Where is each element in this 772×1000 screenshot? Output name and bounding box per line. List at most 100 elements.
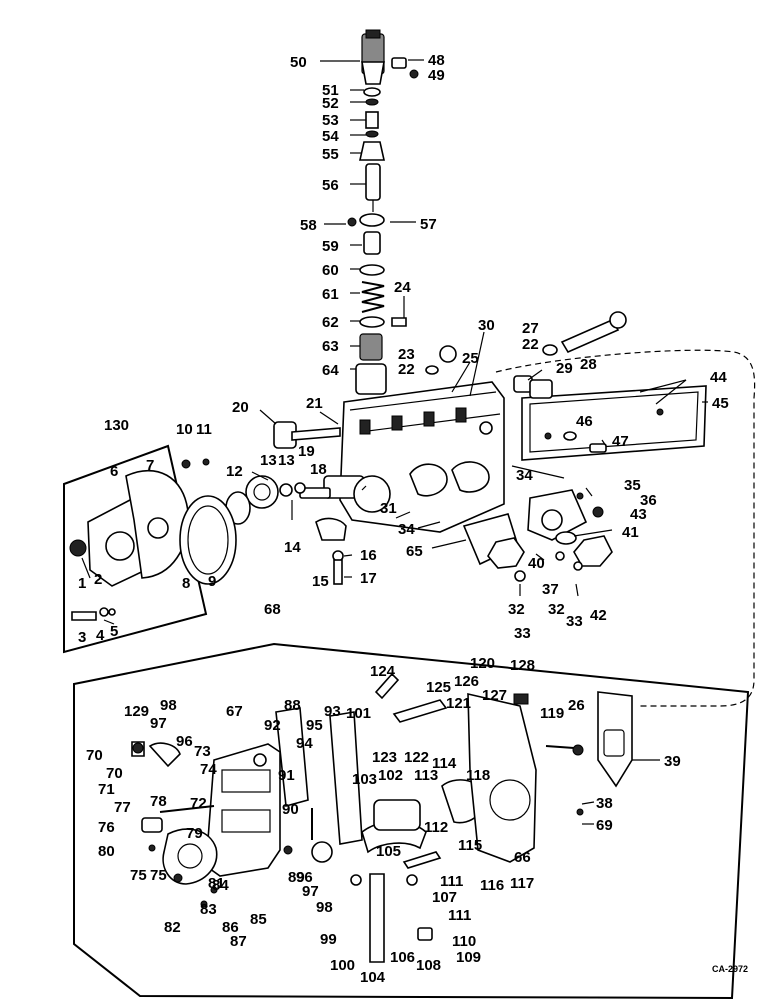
callout-83: 83: [200, 901, 217, 918]
callout-122: 122: [404, 749, 429, 766]
callout-125: 125: [426, 679, 451, 696]
callout-116: 116: [480, 877, 504, 894]
callout-43: 43: [630, 506, 647, 523]
callout-21: 21: [306, 395, 323, 412]
callout-75a: 75: [130, 867, 147, 884]
callout-28: 28: [580, 356, 597, 373]
callout-11: 11: [196, 421, 212, 438]
callout-119: 119: [540, 705, 564, 722]
callout-112: 112: [424, 819, 448, 836]
callout-34b: 34: [398, 521, 415, 538]
callout-118: 118: [466, 767, 490, 784]
callout-75b: 75: [150, 867, 167, 884]
callout-88: 88: [284, 697, 301, 714]
callout-114: 114: [432, 755, 457, 772]
callout-61: 61: [322, 286, 339, 303]
callout-33a: 33: [514, 625, 531, 642]
callout-34a: 34: [516, 467, 533, 484]
callout-10: 10: [176, 421, 193, 438]
callout-62: 62: [322, 314, 339, 331]
callout-106: 106: [390, 949, 415, 966]
callout-8: 8: [182, 575, 190, 592]
callout-70b: 70: [106, 765, 123, 782]
callout-29: 29: [556, 360, 573, 377]
callout-31: 31: [380, 500, 397, 517]
callout-3: 3: [78, 629, 86, 646]
callout-4: 4: [96, 627, 105, 644]
callout-98b: 98: [316, 899, 333, 916]
callout-7: 7: [146, 457, 154, 474]
callout-35: 35: [624, 477, 641, 494]
callout-96a: 96: [176, 733, 193, 750]
group-68-boundary: [73, 642, 750, 1000]
callout-129: 129: [124, 703, 149, 720]
governor-assembly: [131, 672, 633, 963]
callout-94: 94: [296, 735, 313, 752]
callout-120: 120: [470, 655, 495, 672]
callout-5: 5: [110, 623, 118, 640]
callout-38: 38: [596, 795, 613, 812]
callout-15: 15: [312, 573, 329, 590]
callout-108: 108: [416, 957, 441, 974]
callout-97a: 97: [150, 715, 167, 732]
callout-22a: 22: [398, 361, 415, 378]
callout-87: 87: [230, 933, 247, 950]
callout-81: 81: [208, 875, 225, 892]
leader-lines: [81, 59, 708, 825]
callout-48: 48: [428, 52, 445, 69]
callout-73: 73: [194, 743, 211, 760]
callout-68: 68: [264, 601, 281, 618]
delivery-valve-stack: [347, 29, 419, 395]
callout-84: 84: [212, 877, 229, 894]
callout-79: 79: [186, 825, 203, 842]
callout-13a: 13: [260, 452, 277, 469]
callout-77: 77: [114, 799, 131, 816]
drive-end-parts: [225, 421, 347, 585]
callout-22b: 22: [522, 336, 539, 353]
callout-80: 80: [98, 843, 115, 860]
callout-100: 100: [330, 957, 355, 974]
cover-plate: [521, 385, 707, 461]
callout-76: 76: [98, 819, 115, 836]
callout-99: 99: [320, 931, 337, 948]
callout-57: 57: [420, 216, 437, 233]
callout-47: 47: [612, 433, 629, 450]
group-boundaries: [63, 349, 756, 1000]
callout-30: 30: [478, 317, 495, 334]
callout-2: 2: [94, 571, 102, 588]
drawing-code: CA-2972: [712, 964, 748, 974]
callout-18: 18: [310, 461, 327, 478]
callout-64: 64: [322, 362, 339, 379]
callout-91: 91: [278, 767, 295, 784]
callout-65: 65: [406, 543, 423, 560]
callout-70a: 70: [86, 747, 103, 764]
callout-49: 49: [428, 67, 445, 84]
callout-55: 55: [322, 146, 339, 163]
callout-97b: 97: [302, 883, 319, 900]
callout-92: 92: [264, 717, 281, 734]
callout-86: 86: [222, 919, 239, 936]
callout-53: 53: [322, 112, 339, 129]
callout-40: 40: [528, 555, 545, 572]
callout-20: 20: [232, 399, 249, 416]
callout-27: 27: [522, 320, 539, 337]
callout-128: 128: [510, 657, 535, 674]
callout-42: 42: [590, 607, 607, 624]
callout-60: 60: [322, 262, 339, 279]
callout-32a: 32: [508, 601, 525, 618]
callout-17: 17: [360, 570, 377, 587]
callout-59: 59: [322, 238, 339, 255]
callout-58: 58: [300, 217, 317, 234]
callout-102: 102: [378, 767, 403, 784]
callout-50: 50: [290, 54, 307, 71]
callout-37: 37: [542, 581, 559, 598]
callout-93: 93: [324, 703, 341, 720]
callout-124: 124: [370, 663, 396, 680]
callout-105: 105: [376, 843, 401, 860]
callout-12: 12: [226, 463, 243, 480]
callout-74: 74: [200, 761, 217, 778]
callout-78: 78: [150, 793, 167, 810]
callout-45: 45: [712, 395, 729, 412]
callout-66: 66: [514, 849, 531, 866]
callout-111a: 111: [440, 873, 463, 890]
